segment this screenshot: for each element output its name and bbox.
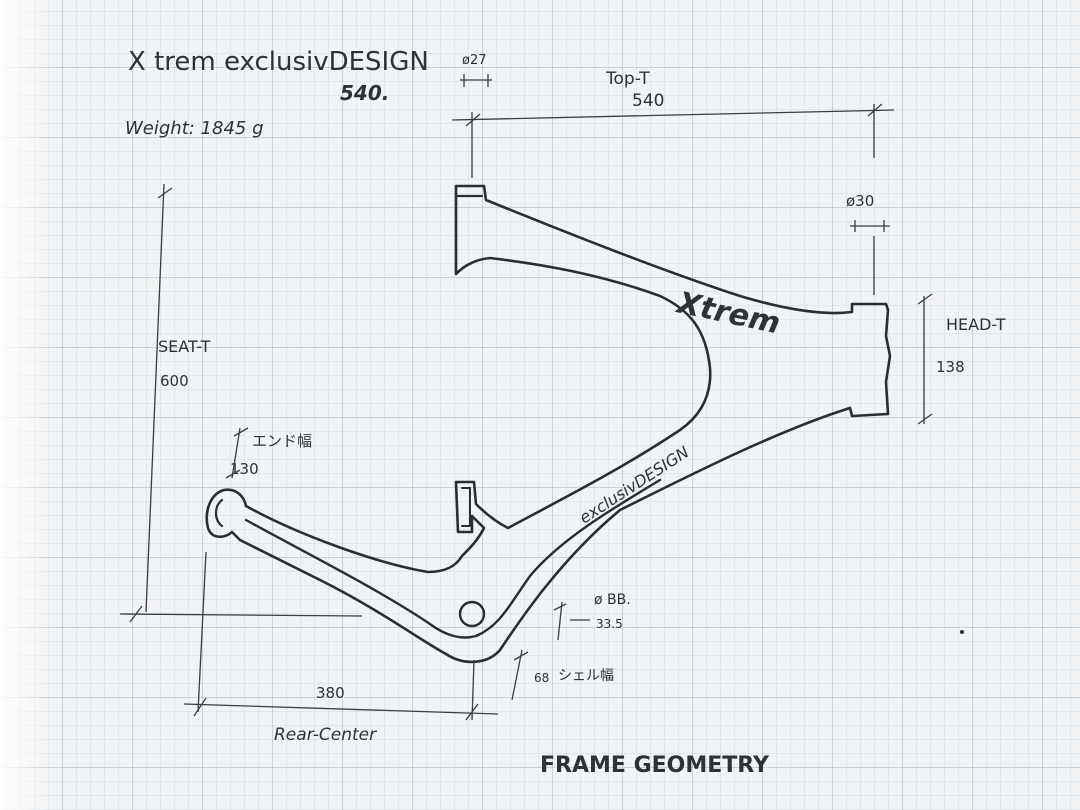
end-spacing-value: 130 [230, 460, 259, 478]
frame-logo-exclusivdesign: exclusivDESIGN [576, 442, 693, 527]
head-tube-label: HEAD-T [946, 315, 1006, 334]
seat-tube-label: SEAT-T [158, 337, 211, 356]
top-tube-label: Top-T [605, 69, 650, 89]
rear-center-label: Rear-Center [274, 725, 377, 745]
rear-center-dimension-line [183, 551, 499, 721]
paper-edge-highlight [0, 0, 55, 810]
bb-shell-label: シェル幅 [558, 668, 614, 684]
bb-label: ø BB. [594, 592, 631, 608]
rear-center-value: 380 [316, 684, 345, 702]
head-tube-value: 138 [936, 358, 965, 376]
head-tube-dimension-line [917, 293, 933, 425]
model-size: 540. [340, 81, 389, 105]
head-tube-diameter: ø30 [846, 192, 874, 210]
bb-value: 33.5 [596, 617, 623, 631]
bb-shell-arrow [511, 649, 529, 701]
bottom-bracket-circle [458, 600, 486, 628]
top-tube-value: 540 [632, 91, 664, 111]
bb-shell-value: 68 [534, 671, 549, 685]
bb-dimension-arrow [553, 601, 590, 641]
seat-tube-diameter: ø27 [462, 53, 487, 68]
bicycle-frame-outline [205, 184, 892, 664]
seat-tube-value: 600 [160, 372, 189, 390]
end-spacing-arrow [225, 427, 249, 479]
weight-label: Weight: 1845 g [125, 118, 264, 139]
brand-title: X trem exclusivDESIGN [128, 47, 429, 77]
frame-geometry-title: FRAME GEOMETRY [540, 753, 770, 778]
ink-dot [960, 630, 964, 634]
seat-tube-dimension-line [119, 183, 363, 623]
frame-logo-xtrem: Xtrem [672, 285, 783, 341]
end-spacing-label: エンド幅 [252, 432, 312, 450]
head-tube-diameter-arrow [850, 220, 890, 295]
top-tube-dimension-line [451, 103, 895, 178]
seat-tube-diameter-arrow [460, 74, 492, 87]
